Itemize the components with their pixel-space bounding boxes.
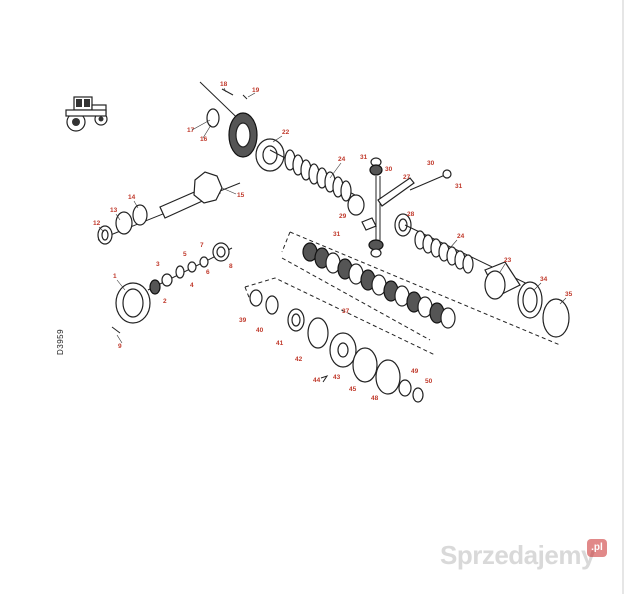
callout-label: 44 [313, 377, 321, 384]
callout-label: 31 [333, 231, 341, 238]
callout-label: 14 [128, 194, 136, 201]
differential-cross-assembly [361, 157, 452, 258]
callout-label: 9 [118, 343, 122, 350]
ring-gear-bearing-assembly [111, 242, 233, 334]
callout-labels: 1 2 3 4 5 6 7 8 9 12 13 14 15 16 17 18 1… [93, 81, 573, 402]
callout-label: 17 [187, 127, 195, 134]
callout-label: 5 [183, 251, 187, 258]
watermark-text: Sprzedajemy [440, 540, 595, 570]
pinion-shaft-assembly [97, 171, 241, 245]
tractor-icon [65, 96, 108, 132]
callout-label: 8 [229, 263, 233, 270]
callout-label: 42 [295, 356, 303, 363]
callout-label: 12 [93, 220, 101, 227]
callout-label: 40 [256, 327, 264, 334]
callout-label: 30 [427, 160, 435, 167]
drawing-number: D3959 [56, 328, 65, 355]
callout-label: 22 [282, 129, 290, 136]
callout-label: 28 [407, 211, 415, 218]
callout-label: 41 [276, 340, 284, 347]
callout-label: 34 [540, 276, 548, 283]
callout-label: 50 [425, 378, 433, 385]
callout-label: 4 [190, 282, 194, 289]
callout-label: 37 [342, 308, 350, 315]
callout-label: 15 [237, 192, 245, 199]
callout-label: 29 [339, 213, 347, 220]
callout-label: 16 [200, 136, 208, 143]
callout-label: 24 [338, 156, 346, 163]
bevel-gear-assembly [199, 81, 285, 172]
callout-label: 6 [206, 269, 210, 276]
callout-label: 2 [163, 298, 167, 305]
callout-label: 43 [333, 374, 341, 381]
callout-label: 23 [504, 257, 512, 264]
watermark-badge: .pl [587, 539, 607, 557]
upper-clutch-pack [269, 149, 365, 216]
callout-label: 48 [371, 395, 379, 402]
callout-label: 39 [239, 317, 247, 324]
callout-label: 49 [411, 368, 419, 375]
callout-label: 45 [349, 386, 357, 393]
callout-label: 1 [113, 273, 117, 280]
callout-label: 13 [110, 207, 118, 214]
callout-label: 3 [156, 261, 160, 268]
callout-label: 24 [457, 233, 465, 240]
callout-label: 27 [403, 174, 411, 181]
callout-label: 7 [200, 242, 204, 249]
leader-lines [98, 87, 567, 344]
callout-label: 30 [385, 166, 393, 173]
callout-label: 35 [565, 291, 573, 298]
callout-label: 31 [455, 183, 463, 190]
piston-seal-assembly [244, 277, 436, 403]
callout-label: 19 [252, 87, 260, 94]
callout-label: 18 [220, 81, 228, 88]
central-disc-pack [281, 231, 561, 346]
callout-label: 31 [360, 154, 368, 161]
right-clutch-pack [404, 224, 570, 338]
